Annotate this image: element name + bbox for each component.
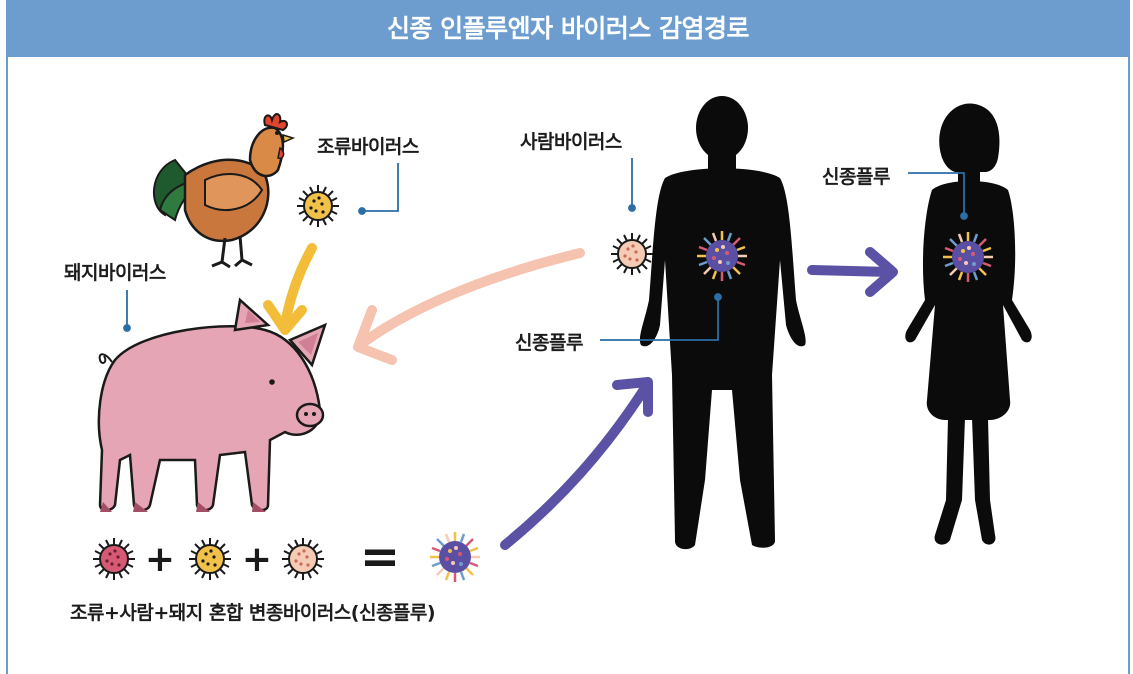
bird-virus-pointer [362,163,398,211]
woman-new-flu-label: 신종플루 [822,162,890,189]
plus-sign: + [145,539,175,580]
equation-caption: 조류+사람+돼지 혼합 변종바이러스(신종플루) [70,598,435,625]
equals-sign: = [360,529,400,585]
human-virus-icon [282,538,324,580]
man-new-flu-label: 신종플루 [515,328,583,355]
arrow-bird-to-pig [268,248,312,330]
pig-virus-label: 돼지바이러스 [64,258,166,285]
pig-icon [99,300,325,512]
bird-virus-label: 조류바이러스 [317,132,419,159]
arrow-flu-to-man [505,382,648,545]
human-virus-icon [611,233,653,275]
new-flu-virus-icon [943,232,993,282]
bird-virus-icon [297,185,339,227]
arrow-man-to-woman [812,252,893,292]
rooster-icon [154,114,293,267]
plus-sign: + [242,539,272,580]
man-silhouette-icon [640,96,806,549]
bird-virus-icon [189,538,231,580]
pig-virus-icon [93,538,135,580]
human-virus-label: 사람바이러스 [520,127,622,154]
woman-silhouette-icon [905,103,1031,544]
new-flu-virus-icon [697,231,747,281]
new-flu-virus-icon [430,532,480,582]
